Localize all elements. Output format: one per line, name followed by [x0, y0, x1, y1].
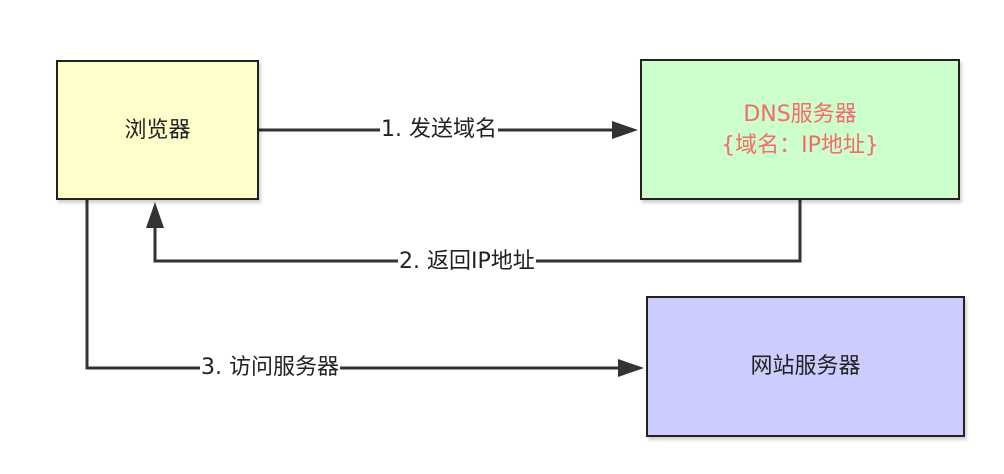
edge-label-send-domain: 1. 发送域名: [380, 117, 498, 143]
edge-label-visit-server: 3. 访问服务器: [200, 355, 340, 381]
arrowhead-send-domain: [612, 121, 638, 139]
arrowhead-visit-server: [618, 359, 644, 377]
web-server-node-label: 网站服务器: [750, 354, 861, 379]
dns-server-node: DNS服务器 {域名：IP地址}: [640, 59, 960, 200]
browser-node-label: 浏览器: [124, 117, 191, 143]
browser-node: 浏览器: [56, 60, 259, 200]
edge-label-return-ip: 2. 返回IP地址: [398, 249, 536, 275]
arrowhead-return-ip: [146, 202, 164, 228]
web-server-node: 网站服务器: [646, 296, 965, 437]
edge-visit-server: [85, 200, 618, 370]
dns-server-title: DNS服务器: [743, 101, 857, 127]
dns-server-mapping: {域名：IP地址}: [721, 132, 879, 158]
